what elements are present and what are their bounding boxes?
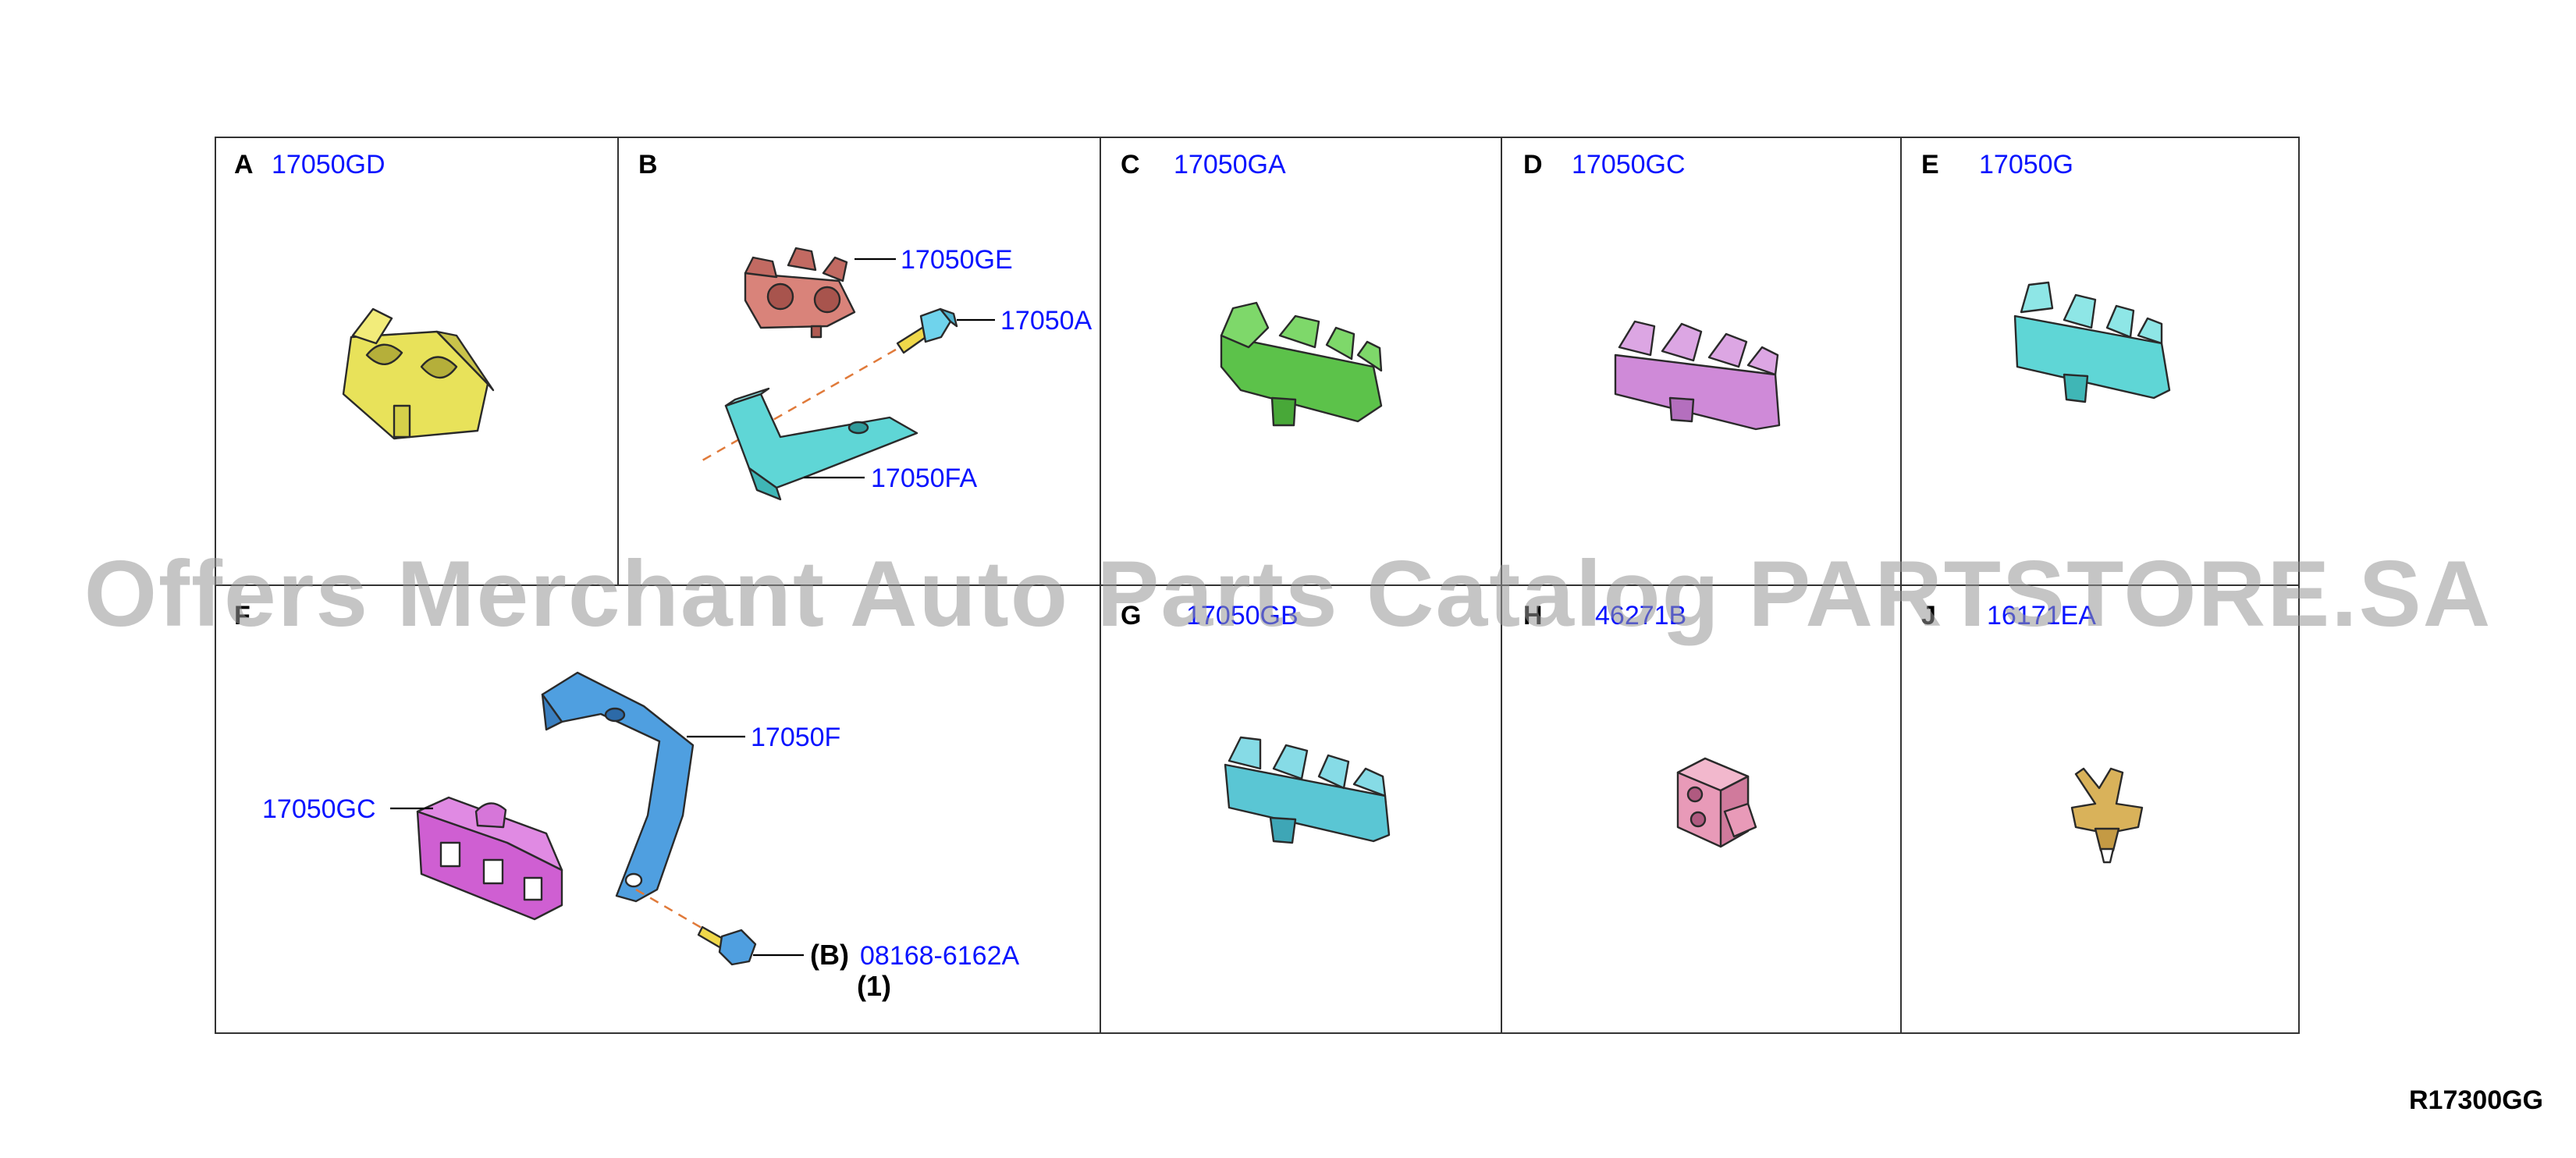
magenta-pipe-clip-icon xyxy=(416,796,563,921)
watermark: Offers Merchant Auto Parts Catalog PARTS… xyxy=(83,542,2493,646)
cell-letter-d: D xyxy=(1523,150,1543,179)
cyan-bracket-icon xyxy=(724,387,918,501)
part-number-16171ea[interactable]: 16171EA xyxy=(1987,601,2096,631)
cell-b: B 17050GE 17050A 17050FA xyxy=(638,150,1093,501)
cell-letter-f: F xyxy=(234,601,250,631)
part-number-17050gc[interactable]: 17050GC xyxy=(1572,150,1686,179)
part-number-08168-6162a[interactable]: 08168-6162A xyxy=(860,941,1020,971)
salmon-pipe-clip-icon xyxy=(744,247,856,339)
cell-g: G 17050GB xyxy=(1121,601,1391,844)
cell-d: D 17050GC xyxy=(1523,150,1781,431)
part-number-17050gc-f[interactable]: 17050GC xyxy=(262,794,376,824)
blue-green-pipe-clip-icon xyxy=(1224,736,1391,844)
part-number-17050gd[interactable]: 17050GD xyxy=(272,150,386,179)
cell-f: F 17050F 17050GC (B) 08168-6162A (1) xyxy=(234,601,1020,1002)
cell-a: A 17050GD xyxy=(234,150,495,440)
part-number-17050a[interactable]: 17050A xyxy=(1000,306,1093,336)
cell-c: C 17050GA xyxy=(1121,150,1383,427)
blue-bracket-icon xyxy=(541,671,695,903)
violet-pipe-clip-icon xyxy=(1614,320,1781,431)
cell-j: J 16171EA xyxy=(1921,601,2144,864)
bolt-reference: (B) xyxy=(810,939,849,971)
cell-letter-e: E xyxy=(1921,150,1939,179)
bolt-icon xyxy=(896,307,958,354)
assembly-dash-line xyxy=(702,348,897,462)
cell-e: E 17050G xyxy=(1921,150,2171,403)
cell-letter-b: B xyxy=(638,150,658,179)
pink-block-icon xyxy=(1676,757,1757,848)
cyan-pipe-clip-icon xyxy=(2013,281,2171,403)
cell-h: H 46271B xyxy=(1523,601,1757,848)
part-number-17050gb[interactable]: 17050GB xyxy=(1186,601,1299,631)
part-number-17050ga[interactable]: 17050GA xyxy=(1174,150,1286,179)
green-pipe-clip-icon xyxy=(1220,301,1383,427)
grid-frame xyxy=(215,137,2300,1034)
gold-push-clip-icon xyxy=(2070,767,2144,864)
part-number-17050g[interactable]: 17050G xyxy=(1979,150,2073,179)
cell-letter-g: G xyxy=(1121,601,1141,631)
cell-letter-c: C xyxy=(1121,150,1140,179)
cell-letter-j: J xyxy=(1921,601,1936,631)
yellow-pipe-clip-icon xyxy=(342,307,495,440)
cell-letter-h: H xyxy=(1523,601,1543,631)
part-number-17050ge[interactable]: 17050GE xyxy=(901,245,1013,275)
drawing-code: R17300GG xyxy=(2409,1085,2543,1115)
part-number-17050f[interactable]: 17050F xyxy=(751,723,840,752)
flange-bolt-icon xyxy=(697,925,757,966)
part-number-17050fa[interactable]: 17050FA xyxy=(871,464,977,493)
part-number-46271b[interactable]: 46271B xyxy=(1595,601,1686,631)
cell-letter-a: A xyxy=(234,150,254,179)
bolt-quantity: (1) xyxy=(857,970,891,1002)
